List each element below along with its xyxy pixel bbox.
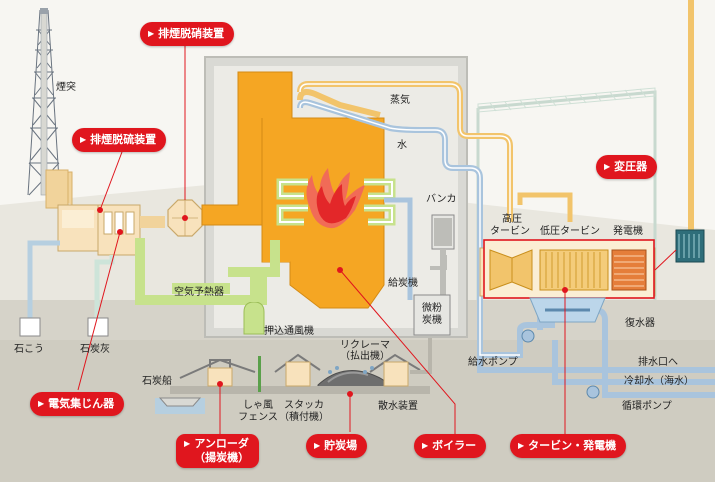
callout-unloader-label-1: アンローダ [194, 437, 249, 450]
label-steam: 蒸気 [390, 95, 410, 106]
label-coal-ship: 石炭船 [142, 376, 172, 387]
coal-ash-box [87, 317, 109, 337]
label-water: 水 [397, 140, 407, 151]
reclaimer-icon [369, 353, 421, 373]
label-fdf: 押込通風機 [264, 326, 314, 337]
flame-icon [306, 168, 365, 229]
air-preheater-duct [135, 238, 267, 305]
callout-coal-yard[interactable]: ▶貯炭場 [306, 434, 368, 458]
fdf-fan [243, 301, 265, 335]
callout-desulf[interactable]: ▶排煙脱硫装置 [72, 128, 167, 152]
hp-turbine-icon [489, 249, 533, 291]
arrow-right-icon: ▶ [314, 441, 321, 450]
generator-icon [611, 249, 647, 291]
arrow-right-icon: ▶ [518, 441, 525, 450]
arrow-right-icon: ▶ [148, 29, 155, 38]
label-discharge: 排水口へ [638, 357, 678, 368]
wind-fence [258, 356, 261, 392]
callout-esp[interactable]: ▶電気集じん器 [30, 392, 125, 416]
label-generator: 発電機 [613, 226, 643, 237]
callout-denox[interactable]: ▶排煙脱硝装置 [140, 22, 235, 46]
callout-transformer[interactable]: ▶変圧器 [596, 155, 658, 179]
label-lp-turbine: 低圧タービン [540, 226, 600, 237]
arrow-right-icon: ▶ [80, 135, 87, 144]
callout-unloader-label-2: （揚炭機） [194, 451, 250, 464]
callout-leaders [77, 46, 566, 437]
label-pulverizer-2: 炭機 [422, 315, 442, 326]
callout-denox-label: 排煙脱硝装置 [158, 27, 225, 40]
label-circ-pump: 循環ポンプ [622, 401, 672, 412]
label-sprinkler: 散水装置 [378, 401, 418, 412]
arrow-right-icon: ▶ [184, 439, 191, 448]
arrow-right-icon: ▶ [38, 399, 45, 408]
label-hp-turbine-1: 高圧 [502, 214, 522, 225]
callout-turbine-gen-label: タービン・発電機 [528, 439, 617, 452]
label-pulverizer-1: 微粉 [422, 303, 442, 314]
arrow-right-icon: ▶ [604, 162, 611, 171]
callout-esp-label: 電気集じん器 [48, 397, 115, 410]
label-bunker: バンカ [426, 194, 457, 205]
callout-turbine-gen[interactable]: ▶タービン・発電機 [510, 434, 627, 458]
sprinkler-icon [328, 366, 374, 374]
callout-coal-yard-label: 貯炭場 [324, 439, 358, 452]
label-fence-2: フェンス [238, 412, 278, 423]
pulverizer [413, 294, 451, 336]
label-reclaimer-2: （払出機） [340, 351, 390, 362]
label-coal-ash: 石炭灰 [80, 344, 110, 355]
arrow-right-icon: ▶ [422, 441, 429, 450]
callout-boiler[interactable]: ▶ボイラー [414, 434, 487, 458]
label-stacker-1: スタッカ [284, 400, 324, 411]
coal-ship-icon [158, 397, 202, 407]
gypsum-box [19, 317, 41, 337]
callout-transformer-label: 変圧器 [614, 160, 648, 173]
callout-desulf-label: 排煙脱硫装置 [90, 133, 157, 146]
label-coal-feeder: 給炭機 [388, 278, 418, 289]
label-stacker-2: （積付機） [279, 412, 329, 423]
label-cooling-water: 冷却水（海水） [624, 376, 694, 387]
label-condenser: 復水器 [625, 318, 655, 329]
label-hp-turbine-2: タービン [490, 226, 530, 237]
label-chimney: 煙突 [56, 82, 76, 93]
label-gypsum: 石こう [14, 344, 44, 355]
stacker-icon [274, 353, 321, 373]
callout-boiler-label: ボイラー [432, 439, 477, 452]
truss [477, 87, 656, 113]
label-air-preheater: 空気予熱器 [174, 287, 224, 298]
lp-turbine-icon [539, 249, 609, 291]
label-feedwater-pump: 給水ポンプ [468, 357, 518, 368]
label-fence-1: しゃ風 [243, 400, 273, 411]
callout-unloader[interactable]: ▶アンローダ（揚炭機） [176, 434, 260, 468]
label-reclaimer-1: リクレーマ [340, 340, 390, 351]
transformer-icon [675, 229, 705, 263]
